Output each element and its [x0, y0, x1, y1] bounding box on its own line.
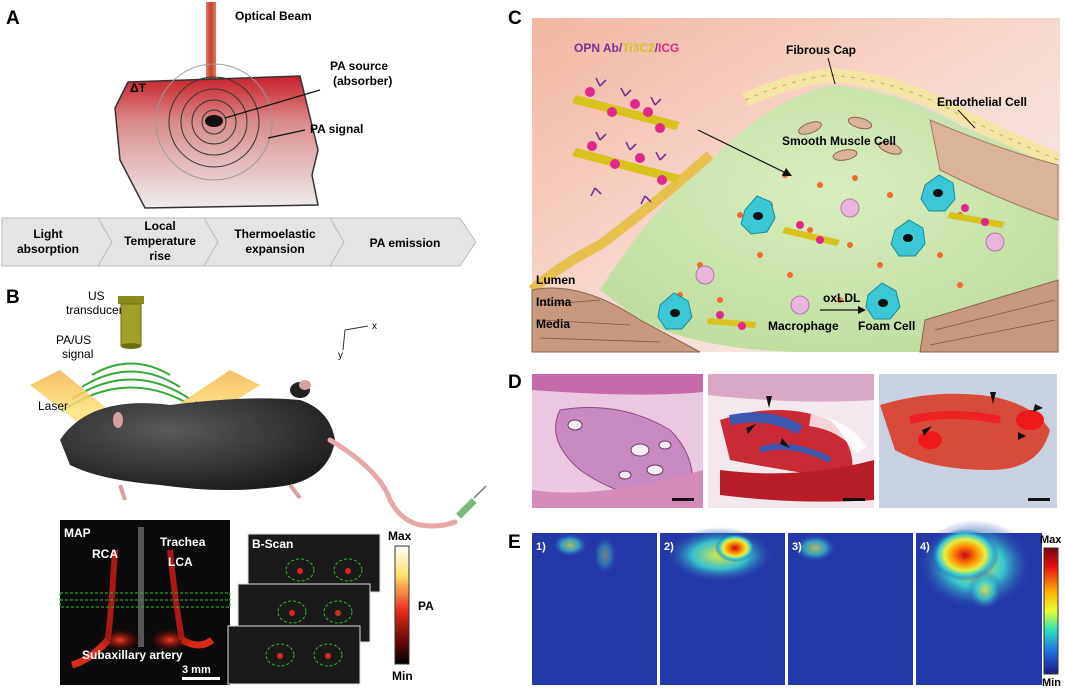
histology-oil-red — [879, 374, 1057, 508]
step-1-line2: absorption — [17, 242, 79, 256]
pa-colorbar-label: PA — [418, 599, 434, 613]
macrophages — [695, 198, 1005, 315]
map-image — [59, 520, 231, 685]
smooth-muscle-wall — [929, 119, 1059, 221]
subpanel-1-label: 1) — [536, 541, 546, 553]
rca-label: RCA — [92, 547, 118, 561]
bscan-stack — [227, 533, 381, 685]
process-steps: Light absorption Local Temperature rise … — [1, 217, 477, 267]
nanosheet-probes — [572, 77, 1005, 330]
axis-y-label: y — [338, 350, 343, 361]
oxldl-label: oxLDL — [823, 291, 860, 305]
pa-images — [532, 520, 1042, 685]
probe-label: OPN Ab/Ti3C2/ICG — [574, 41, 679, 55]
jet-colorbar-max: Max — [1040, 534, 1062, 546]
macrophage-label: Macrophage — [768, 319, 839, 333]
histology-masson — [708, 374, 874, 508]
axis-indicator — [342, 325, 369, 351]
absorber-label: (absorber) — [333, 74, 392, 88]
pa-colorbar-max: Max — [388, 529, 412, 543]
media-left — [531, 287, 701, 353]
intima-wall — [528, 151, 714, 294]
subpanel-2-label: 2) — [664, 541, 674, 553]
subpanel-4-label: 4) — [920, 541, 930, 553]
optical-beam — [206, 2, 216, 112]
panel-c-letter: C — [508, 8, 522, 29]
optical-beam-label: Optical Beam — [235, 9, 312, 23]
delivery-arrow — [697, 129, 791, 176]
fibrous-cap-label: Fibrous Cap — [786, 43, 856, 57]
panel-d: D — [508, 372, 1057, 508]
step-3-line1: Thermoelastic — [234, 227, 316, 241]
panel-a: A Optical Beam ΔT PA source (absorber) P… — [1, 2, 477, 267]
tissue-block — [114, 75, 319, 209]
step-2-line3: rise — [149, 249, 171, 263]
laser-left-label: Laser — [38, 399, 68, 413]
pa-signal-label: PA signal — [310, 122, 363, 136]
pa-colorbar-min: Min — [392, 669, 413, 683]
step-2-line2: Temperature — [124, 234, 196, 248]
lumen-label: Lumen — [536, 273, 575, 287]
delta-t-label: ΔT — [130, 81, 147, 95]
trachea-label: Trachea — [160, 535, 206, 549]
us-transducer-icon — [118, 296, 144, 349]
histology-he — [532, 374, 703, 508]
panel-b-letter: B — [6, 287, 20, 308]
panel-c: C — [508, 8, 1061, 353]
axis-x-label: x — [372, 321, 377, 332]
scale-bar — [182, 677, 220, 680]
transducer-label-2: transducer — [66, 303, 123, 317]
media-right — [919, 279, 1059, 353]
panel-a-letter: A — [6, 8, 20, 29]
absorber-icon — [205, 115, 223, 127]
subaxillary-label: Subaxillary artery — [82, 648, 183, 662]
mouse-illustration — [60, 380, 487, 529]
step-3-line2: expansion — [245, 242, 304, 256]
endothelial-label: Endothelial Cell — [937, 95, 1027, 109]
transducer-label-1: US — [88, 289, 105, 303]
foam-cells — [657, 174, 956, 330]
pa-jet-colorbar — [1043, 547, 1059, 675]
step-4-line1: PA emission — [370, 236, 441, 250]
foam-cell-label: Foam Cell — [858, 319, 915, 333]
lca-label: LCA — [168, 555, 193, 569]
panel-b: B US transducer PA/US signal Laser Laser — [6, 287, 487, 685]
smooth-muscle-label: Smooth Muscle Cell — [782, 134, 896, 148]
pa-colorbar — [394, 545, 410, 665]
pa-us-signal-label-2: signal — [62, 347, 93, 361]
step-1-line1: Light — [33, 227, 62, 241]
pa-us-signal-label-1: PA/US — [56, 333, 91, 347]
subpanel-3-label: 3) — [792, 541, 802, 553]
panel-e-letter: E — [508, 532, 521, 553]
panel-d-letter: D — [508, 372, 522, 393]
bscan-title: B-Scan — [252, 537, 293, 551]
scale-bar-label: 3 mm — [182, 664, 211, 676]
media-label: Media — [536, 317, 570, 331]
map-title: MAP — [64, 526, 91, 540]
jet-colorbar-min: Min — [1042, 677, 1061, 689]
step-2-line1: Local — [144, 219, 175, 233]
pa-wavefronts — [155, 63, 273, 181]
smooth-muscle-cells — [798, 116, 902, 161]
intima-label: Intima — [536, 295, 572, 309]
pa-source-label: PA source — [330, 59, 388, 73]
panel-e: E 1) 2) 3) 4) Max Min — [508, 520, 1062, 689]
